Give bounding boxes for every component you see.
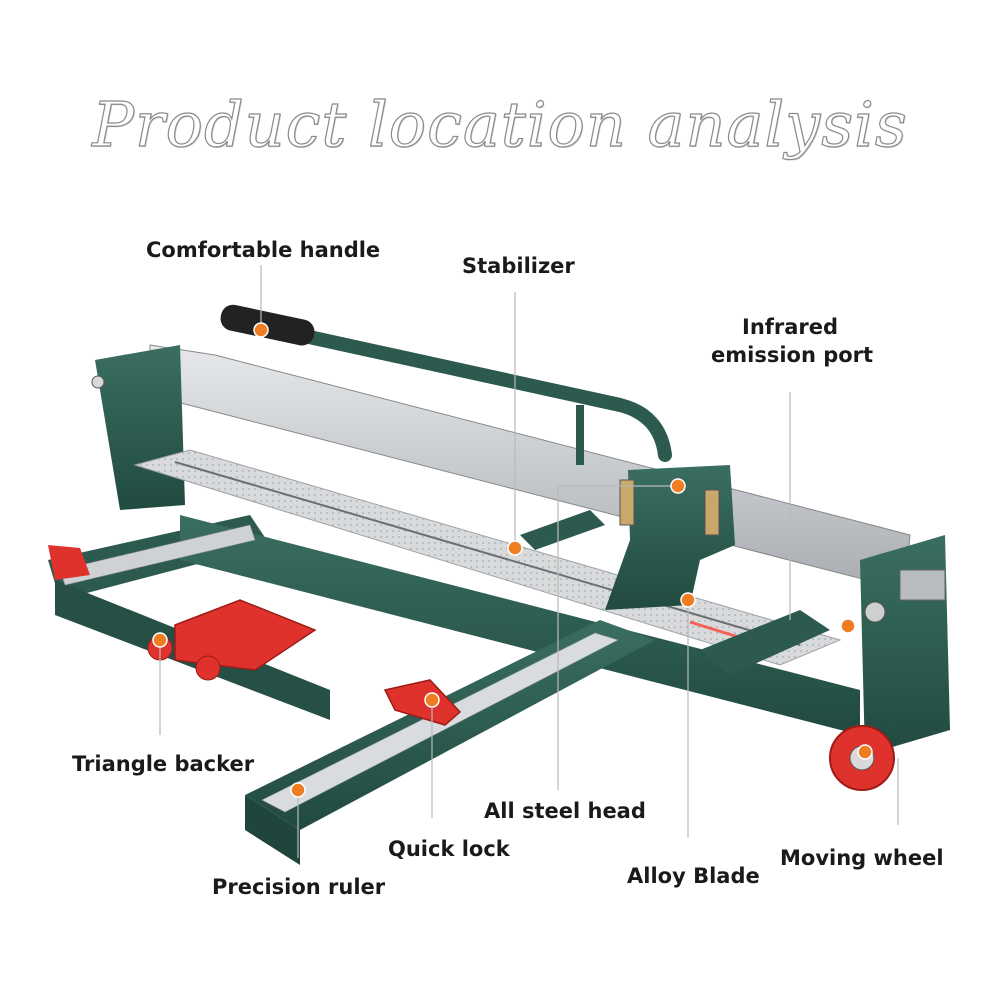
handle-bar xyxy=(293,328,672,462)
label-comfortable-handle: Comfortable handle xyxy=(146,238,381,262)
main-base-beam xyxy=(180,515,860,735)
marker-triangle xyxy=(152,632,168,648)
front-stabilizer-plate xyxy=(700,610,830,675)
marker-wheel xyxy=(857,744,873,760)
label-infrared-line1: Infrared xyxy=(742,315,839,339)
right-end-spindle xyxy=(899,569,946,601)
score-line xyxy=(174,461,801,646)
label-alloy-blade: Alloy Blade xyxy=(627,864,760,888)
marker-blade xyxy=(680,592,696,608)
marker-stabilizer xyxy=(507,540,523,556)
marker-quick-lock xyxy=(424,692,440,708)
left-stop-clamp xyxy=(48,545,90,580)
left-ruler-bar xyxy=(59,524,256,586)
label-precision-ruler: Precision ruler xyxy=(212,875,386,899)
page-title: Product location analysis xyxy=(92,87,908,161)
label-moving-wheel: Moving wheel xyxy=(780,846,944,870)
quick-lock xyxy=(383,679,462,726)
label-infrared-line2: emission port xyxy=(711,343,874,367)
label-stabilizer: Stabilizer xyxy=(462,254,575,278)
triangle-backer-knob-2 xyxy=(195,655,221,681)
leader-steel-head xyxy=(557,485,678,790)
left-end-block xyxy=(95,345,185,510)
label-triangle-backer: Triangle backer xyxy=(72,752,255,776)
marker-ruler xyxy=(290,782,306,798)
left-end-bolt-icon xyxy=(91,375,105,389)
stabilizer-foot xyxy=(520,510,605,550)
head-spring-right xyxy=(704,489,720,536)
head-spring-left xyxy=(619,479,635,526)
triangle-backer xyxy=(174,599,317,671)
cutting-head xyxy=(605,465,735,610)
label-quick-lock: Quick lock xyxy=(388,837,510,861)
marker-infrared xyxy=(840,618,856,634)
extension-end-face xyxy=(245,795,300,865)
marker-steel-head xyxy=(670,478,686,494)
right-end-nut-icon xyxy=(864,601,886,623)
handle-grip xyxy=(220,304,315,346)
label-all-steel-head: All steel head xyxy=(484,799,646,823)
marker-handle xyxy=(253,322,269,338)
right-end-block xyxy=(860,535,950,755)
cutting-bed xyxy=(133,449,842,666)
